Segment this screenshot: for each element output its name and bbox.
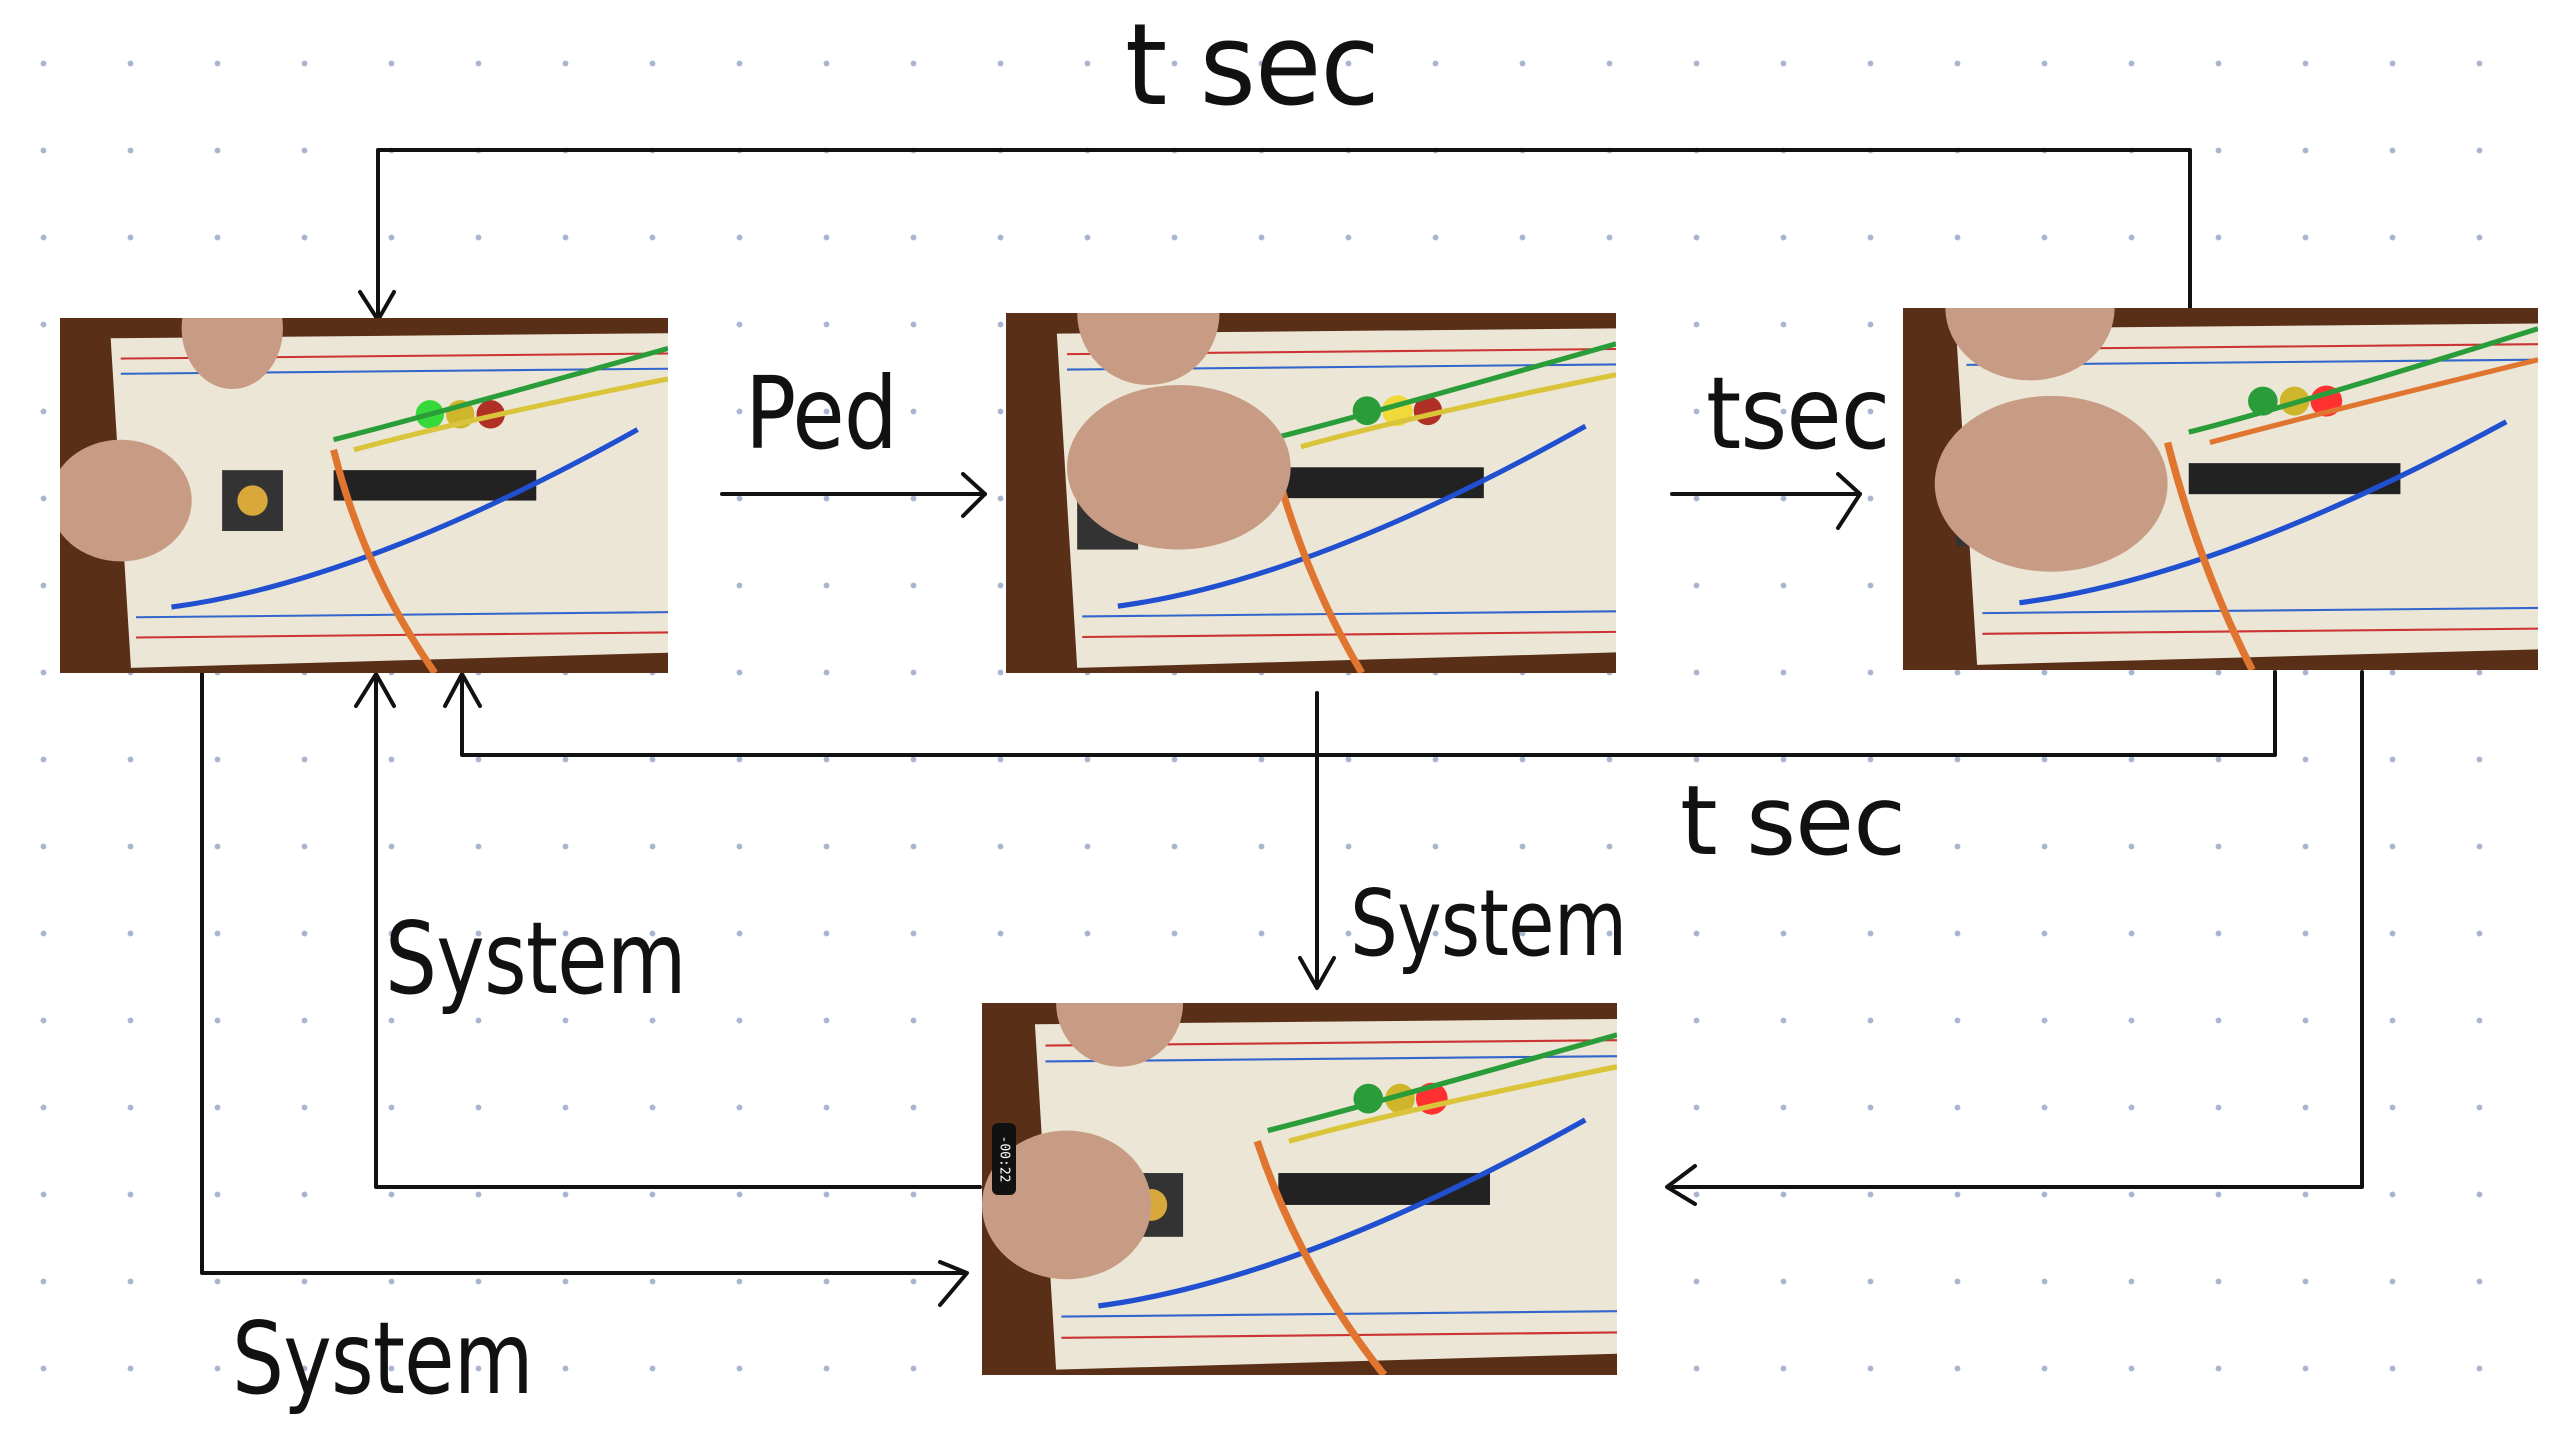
breadboard-image xyxy=(60,318,668,673)
video-timer-badge: -00:22 xyxy=(992,1123,1016,1195)
breadboard-image xyxy=(1006,313,1616,673)
label-t-sec-lower: t sec xyxy=(1680,765,1906,877)
arrow-system-bottom xyxy=(200,670,967,1275)
label-system-left: System xyxy=(385,900,687,1017)
state-photo-2 xyxy=(1006,313,1616,673)
arrow-system-left xyxy=(374,674,982,1189)
label-system-center: System xyxy=(1350,870,1627,977)
breadboard-image xyxy=(1903,308,2538,670)
breadboard-image xyxy=(982,1003,1617,1375)
state-photo-3 xyxy=(1903,308,2538,670)
arrow-t-sec-lower xyxy=(460,670,2277,757)
arrow-right-return xyxy=(1671,670,2364,1189)
state-photo-4: -00:22 xyxy=(982,1003,1617,1375)
arrow-top-loop xyxy=(376,148,2192,320)
label-top-loop: t sec xyxy=(1125,0,1380,132)
state-photo-1 xyxy=(60,318,668,673)
label-tsec-right: tsec xyxy=(1706,355,1890,472)
label-ped: Ped xyxy=(745,355,898,472)
video-timer-text: -00:22 xyxy=(996,1135,1012,1183)
label-system-bottom: System xyxy=(232,1300,534,1417)
